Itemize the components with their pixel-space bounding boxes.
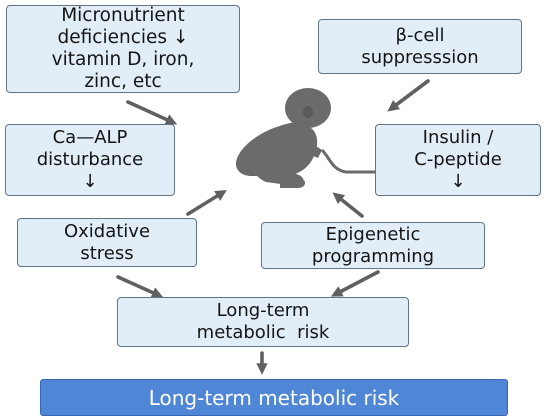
epigenetic-programming-box: Epigenetic programming (261, 222, 485, 269)
micronutrient-line-3: vitamin D, iron, (51, 49, 195, 70)
insulin-line-1: Insulin / (422, 127, 494, 148)
oxidative-line-2: stress (80, 242, 134, 264)
micronutrient-line-2: deficiencies ↓ (57, 27, 189, 48)
arrow-epigenetic-to-infant (332, 192, 364, 218)
long-term-line-2: metabolic risk (196, 322, 330, 343)
ca-alp-line-1: Ca—ALP (52, 127, 128, 148)
ca-alp-box: Ca—ALP disturbance ↓ (5, 124, 175, 196)
stethoscope-icon (320, 148, 376, 174)
oxidative-stress-box: Oxidative stress (17, 218, 197, 267)
insulin-box: Insulin / C-peptide ↓ (375, 124, 541, 196)
final-outcome-banner: Long-term metabolic risk (40, 379, 508, 416)
epigenetic-line-1: Epigenetic (325, 223, 421, 245)
ca-alp-line-2: disturbance (36, 149, 144, 170)
arrow-oxidative-to-longterm (116, 275, 164, 298)
long-term-line-1: Long-term (216, 300, 310, 321)
micronutrient-line-4: zinc, etc (84, 71, 162, 92)
long-term-risk-box: Long-term metabolic risk (117, 297, 409, 347)
micronutrient-box: Micronutrient deficiencies ↓ vitamin D, … (6, 5, 240, 93)
oxidative-line-1: Oxidative (63, 220, 151, 242)
beta-cell-line-2: suppresssion (361, 46, 479, 68)
beta-cell-box: β-cell suppresssion (318, 19, 522, 74)
arrow-oxidative-to-infant (186, 189, 227, 216)
insulin-line-3: ↓ (450, 171, 466, 192)
arrow-epigenetic-to-longterm (330, 270, 380, 297)
ca-alp-line-3: ↓ (82, 171, 98, 192)
beta-cell-line-1: β-cell (395, 24, 445, 46)
epigenetic-line-2: programming (311, 245, 435, 267)
arrow-beta-cell-to-infant (387, 79, 430, 112)
insulin-line-2: C-peptide (414, 149, 502, 170)
micronutrient-line-1: Micronutrient (61, 5, 185, 26)
infant-icon (235, 88, 331, 188)
arrow-micronutrient-to-infant (126, 100, 178, 125)
